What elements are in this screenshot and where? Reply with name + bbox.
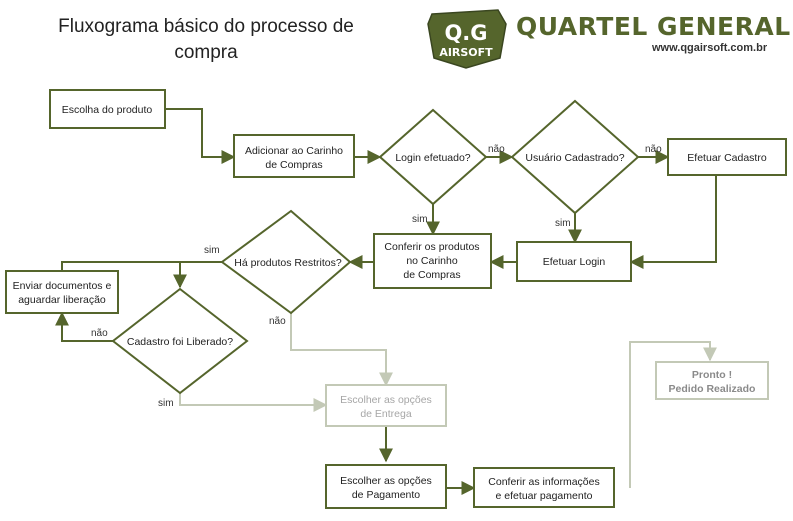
node-adicionar: Adicionar ao Carinho de Compras bbox=[233, 134, 355, 178]
node-conferir-produtos: Conferir os produtos no Carinho de Compr… bbox=[373, 233, 492, 289]
brand-url: www.qgairsoft.com.br bbox=[652, 42, 768, 54]
node-efetuar-login-text: Efetuar Login bbox=[543, 256, 606, 268]
node-enviar: Enviar documentos e aguardar liberação bbox=[5, 270, 119, 314]
node-cadastrado-text: Usuário Cadastrado? bbox=[525, 152, 624, 164]
node-entrega-line1: Escolher as opções bbox=[340, 394, 432, 406]
edge-restritos-nao-entrega bbox=[290, 313, 393, 387]
label-cadastrado-nao: não bbox=[645, 144, 662, 155]
node-escolha: Escolha do produto bbox=[49, 89, 166, 129]
label-cadastrado-sim: sim bbox=[555, 218, 571, 229]
node-efetuar-login: Efetuar Login bbox=[516, 241, 632, 282]
node-pagamento-line2: de Pagamento bbox=[352, 489, 420, 501]
node-pagamento: Escolher as opções de Pagamento bbox=[325, 464, 447, 509]
node-conferir-produtos-line1: Conferir os produtos bbox=[384, 241, 479, 253]
node-conferir-produtos-line2: no Carinho bbox=[406, 255, 458, 267]
node-pronto: Pronto ! Pedido Realizado bbox=[655, 361, 769, 400]
edge-restritos-sim bbox=[173, 261, 222, 289]
label-restritos-sim: sim bbox=[204, 245, 220, 256]
logo: Q.G AIRSOFT bbox=[427, 9, 507, 69]
node-conferir-info: Conferir as informações e efetuar pagame… bbox=[473, 467, 615, 508]
edge-cadastro-login bbox=[629, 175, 717, 269]
node-pronto-line2: Pedido Realizado bbox=[669, 383, 756, 395]
node-conferir-produtos-line3: de Compras bbox=[403, 269, 460, 281]
node-adicionar-line1: Adicionar ao Carinho bbox=[245, 145, 343, 157]
title-line-1: Fluxograma básico do processo de bbox=[58, 16, 354, 37]
label-restritos-nao: não bbox=[269, 316, 286, 327]
node-conferir-info-line1: Conferir as informações bbox=[488, 476, 599, 488]
edge-restritos-enviar bbox=[61, 261, 180, 271]
label-liberado-sim: sim bbox=[158, 398, 174, 409]
edge-conferirinfo-pronto bbox=[629, 341, 717, 488]
edge-liberado-sim-entrega bbox=[179, 393, 328, 412]
node-cadastro-text: Efetuar Cadastro bbox=[687, 152, 767, 164]
node-conferir-info-line2: e efetuar pagamento bbox=[496, 490, 593, 502]
label-liberado-nao: não bbox=[91, 328, 108, 339]
edges-faded bbox=[179, 313, 717, 488]
node-cadastrado-decision: Usuário Cadastrado? bbox=[510, 99, 640, 215]
node-liberado-text: Cadastro foi Liberado? bbox=[127, 336, 233, 348]
label-login-sim: sim bbox=[412, 214, 428, 225]
node-entrega-line2: de Entrega bbox=[360, 408, 412, 420]
node-pagamento-line1: Escolher as opções bbox=[340, 475, 432, 487]
edges bbox=[55, 108, 717, 495]
label-login-nao: não bbox=[488, 144, 505, 155]
node-cadastro: Efetuar Cadastro bbox=[667, 138, 787, 176]
node-pronto-line1: Pronto ! bbox=[692, 369, 732, 381]
logo-top-text: Q.G bbox=[444, 21, 487, 45]
node-restritos-decision: Há produtos Restritos? bbox=[220, 209, 352, 315]
node-enviar-line2: aguardar liberação bbox=[18, 294, 106, 306]
node-login-text: Login efetuado? bbox=[395, 152, 470, 164]
title-line-2: compra bbox=[174, 42, 238, 63]
node-escolha-text: Escolha do produto bbox=[62, 104, 153, 116]
edge-labels: não não sim sim sim não não sim bbox=[91, 144, 662, 409]
edge-liberado-nao bbox=[55, 311, 113, 342]
node-login-decision: Login efetuado? bbox=[378, 108, 488, 206]
brand-name: QUARTEL GENERAL bbox=[516, 12, 791, 41]
node-adicionar-line2: de Compras bbox=[265, 159, 322, 171]
node-liberado-decision: Cadastro foi Liberado? bbox=[111, 287, 249, 395]
node-entrega: Escolher as opções de Entrega bbox=[325, 384, 447, 427]
node-enviar-line1: Enviar documentos e bbox=[13, 280, 112, 292]
node-restritos-text: Há produtos Restritos? bbox=[234, 257, 342, 269]
logo-bottom-text: AIRSOFT bbox=[439, 46, 493, 59]
page-title: Fluxograma básico do processo de compra bbox=[36, 14, 376, 66]
edge-escolha-adicionar bbox=[165, 108, 236, 164]
